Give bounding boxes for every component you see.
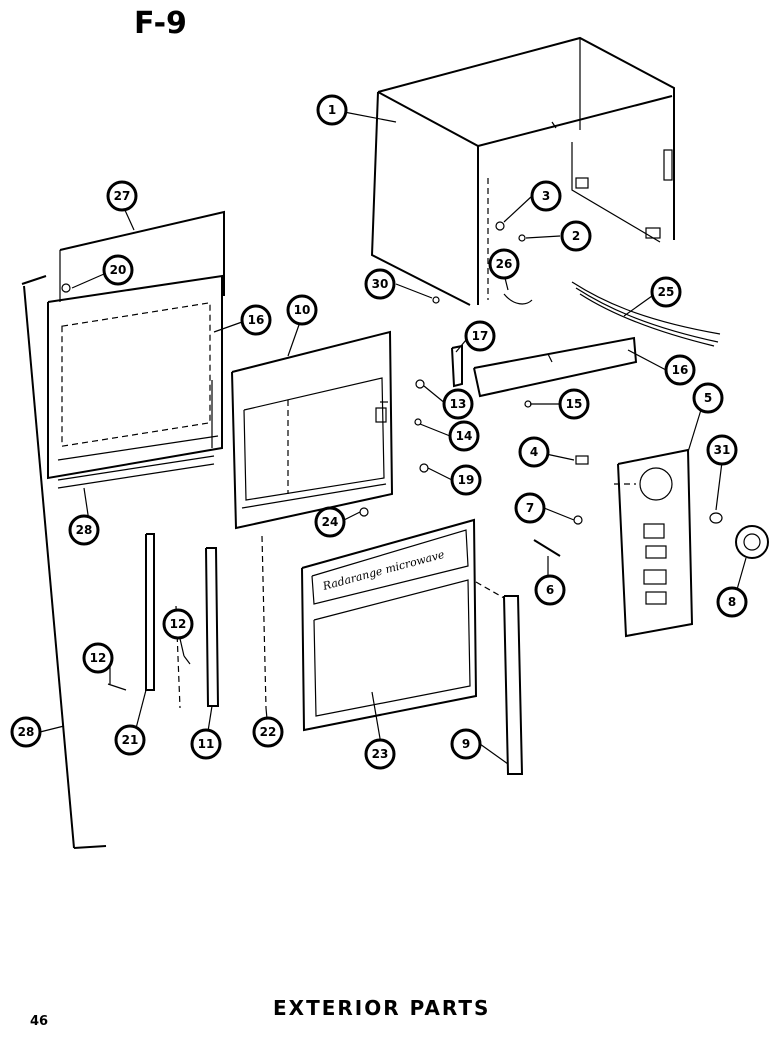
- callout-17: 17: [464, 320, 496, 352]
- svg-text:15: 15: [566, 397, 583, 411]
- callout-23: 23: [364, 738, 396, 770]
- callout-16b: 16: [664, 354, 696, 386]
- svg-text:2: 2: [572, 229, 580, 243]
- svg-text:16: 16: [672, 363, 689, 377]
- svg-text:24: 24: [322, 515, 339, 529]
- svg-text:28: 28: [18, 725, 35, 739]
- callout-28b: 28: [10, 716, 42, 748]
- callout-10: 10: [286, 294, 318, 326]
- callout-11: 11: [190, 728, 222, 760]
- callout-12b: 12: [82, 642, 114, 674]
- svg-text:25: 25: [658, 285, 675, 299]
- callout-3: 3: [530, 180, 562, 212]
- svg-text:19: 19: [458, 473, 475, 487]
- svg-text:21: 21: [122, 733, 139, 747]
- callout-12a: 12: [162, 608, 194, 640]
- side-trim-strip: [21, 275, 107, 849]
- svg-text:31: 31: [714, 443, 731, 457]
- svg-text:4: 4: [530, 445, 538, 459]
- callout-5: 5: [692, 382, 724, 414]
- side-rails: [107, 533, 267, 709]
- callout-22: 22: [252, 716, 284, 748]
- small-bracket: [451, 344, 463, 388]
- door-assembly: Radarange microwave: [301, 518, 478, 732]
- svg-text:22: 22: [260, 725, 277, 739]
- svg-text:20: 20: [110, 263, 127, 277]
- svg-text:30: 30: [372, 277, 389, 291]
- callout-7: 7: [514, 492, 546, 524]
- callout-13: 13: [442, 388, 474, 420]
- callout-8: 8: [716, 586, 748, 618]
- svg-text:28: 28: [76, 523, 93, 537]
- callout-4: 4: [518, 436, 550, 468]
- page-number: 46: [30, 1014, 49, 1029]
- callout-27: 27: [106, 180, 138, 212]
- wire-harness: [571, 281, 721, 347]
- diagram-caption: EXTERIOR PARTS: [273, 996, 491, 1020]
- svg-text:16: 16: [248, 313, 265, 327]
- door-handle: [475, 581, 524, 775]
- svg-text:3: 3: [542, 189, 550, 203]
- svg-text:27: 27: [114, 189, 131, 203]
- svg-text:23: 23: [372, 747, 389, 761]
- callout-31: 31: [706, 434, 738, 466]
- callout-16a: 16: [240, 304, 272, 336]
- callout-24: 24: [314, 506, 346, 538]
- svg-text:14: 14: [456, 429, 473, 443]
- bracket-bar: [473, 336, 638, 398]
- front-frame: [231, 330, 394, 530]
- callout-2: 2: [560, 220, 592, 252]
- svg-text:6: 6: [546, 583, 554, 597]
- callout-14: 14: [448, 420, 480, 452]
- svg-text:13: 13: [450, 397, 467, 411]
- svg-text:1: 1: [328, 103, 336, 117]
- control-panel: [614, 448, 694, 638]
- callout-19: 19: [450, 464, 482, 496]
- callout-21: 21: [114, 724, 146, 756]
- callout-20: 20: [102, 254, 134, 286]
- svg-text:8: 8: [728, 595, 736, 609]
- callout-1: 1: [316, 94, 348, 126]
- svg-text:9: 9: [462, 737, 470, 751]
- svg-text:10: 10: [294, 303, 311, 317]
- svg-text:11: 11: [198, 737, 215, 751]
- figure-title: F-9: [134, 6, 187, 41]
- svg-text:12: 12: [90, 651, 107, 665]
- timer-knob: [709, 512, 769, 559]
- callout-9: 9: [450, 728, 482, 760]
- callout-26: 26: [488, 248, 520, 280]
- callout-6: 6: [534, 574, 566, 606]
- svg-text:17: 17: [472, 329, 489, 343]
- svg-text:12: 12: [170, 617, 187, 631]
- svg-text:26: 26: [496, 257, 513, 271]
- callout-30: 30: [364, 268, 396, 300]
- back-frame-panel: [47, 210, 225, 489]
- callout-25: 25: [650, 276, 682, 308]
- fasteners: [359, 221, 589, 557]
- callout-28a: 28: [68, 514, 100, 546]
- outer-cabinet: [370, 36, 675, 306]
- svg-text:7: 7: [526, 501, 534, 515]
- callout-15: 15: [558, 388, 590, 420]
- svg-text:5: 5: [704, 391, 712, 405]
